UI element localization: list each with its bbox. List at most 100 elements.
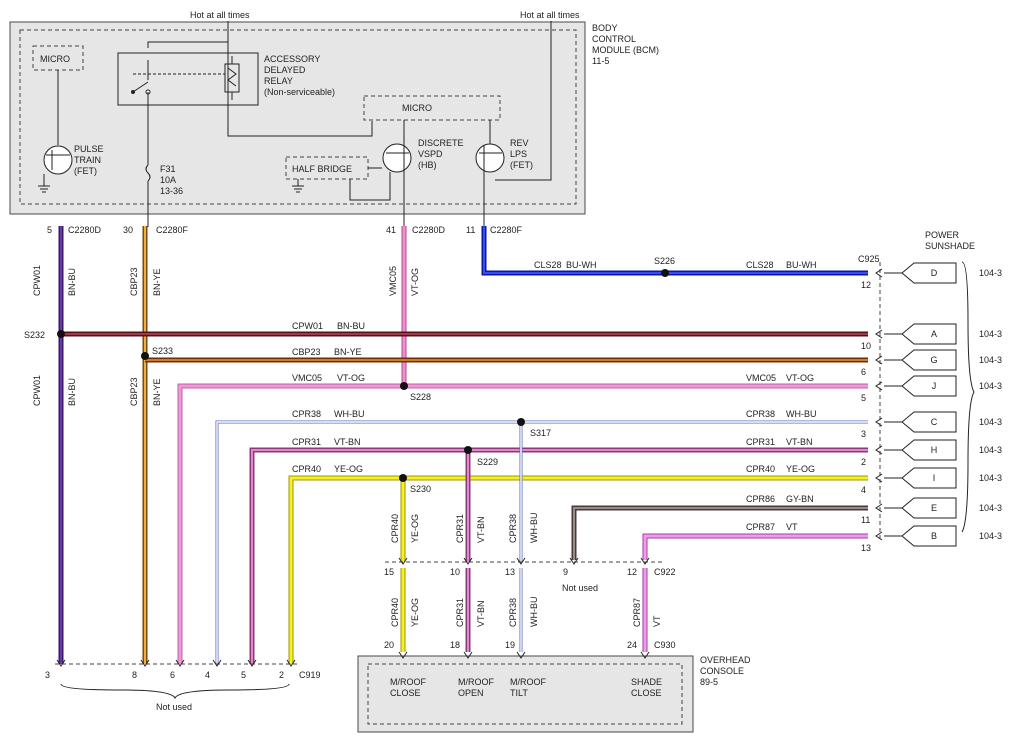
overhead-console-inner (367, 663, 683, 725)
sunshade-pin-tag (901, 262, 957, 284)
c919-pin-5: 5 (241, 670, 246, 680)
sunshade-brace (961, 261, 975, 533)
switch-mroof-close-2: CLOSE (390, 688, 421, 698)
switch-mroof-tilt-1: M/ROOF (510, 677, 546, 687)
sunshade-pin-letter: A (931, 329, 937, 339)
bcm-title-4: 11-5 (592, 56, 609, 66)
sunshade-pin-letter: B (931, 531, 937, 541)
label-vtbn-h: VT-BN (334, 437, 361, 447)
switch-mroof-close-1: M/ROOF (390, 677, 426, 687)
label-yeog-right: YE-OG (786, 464, 815, 474)
sunshade-pin-reference: 104-3 (979, 445, 1002, 455)
sunshade-pin-reference: 104-3 (979, 417, 1002, 427)
label-vtog-v: VT-OG (410, 268, 420, 296)
label-vt-right: VT (786, 522, 798, 532)
c930-pin-arrows (398, 651, 650, 659)
label-vtbn-right: VT-BN (786, 437, 813, 447)
sunshade-pin-reference: 104-3 (979, 355, 1002, 365)
c925-pin-arrow (875, 445, 883, 455)
sunshade-pin-letter: E (931, 503, 937, 513)
c919-brace (60, 683, 290, 700)
label-cpw01-v2: CPW01 (32, 375, 42, 406)
bcm-pin-11: 11 (466, 225, 475, 235)
c925-pin-arrow (875, 329, 883, 339)
hot-at-all-times-label-1: Hot at all times (190, 10, 250, 20)
wire-cpr87 (642, 533, 868, 560)
label-buwh-left: BU-WH (566, 260, 597, 270)
pulse-label-2: TRAIN (74, 155, 101, 165)
c925-pin-arrow (875, 381, 883, 391)
sunshade-pin-reference: 104-3 (979, 381, 1002, 391)
c925-pin-arrow (875, 355, 883, 365)
c925-pin-number: 11 (861, 515, 870, 525)
splice-s233 (141, 352, 149, 360)
label-bnbu-v2: BN-BU (67, 378, 77, 406)
label-vtbn-v2: VT-BN (476, 600, 486, 627)
c919-not-used: Not used (156, 702, 192, 712)
c919-pin-4: 4 (205, 670, 210, 680)
sunshade-pin-letter: G (930, 355, 937, 365)
sunshade-title-2: SUNSHADE (925, 241, 975, 251)
bcm-connector-c2280f-a: C2280F (156, 225, 189, 235)
micro-center-box (363, 95, 501, 121)
label-yeog-v2: YE-OG (410, 598, 420, 627)
c925-pin-number: 12 (861, 280, 871, 290)
micro-left-label: MICRO (40, 54, 70, 64)
bcm-pin-41: 41 (386, 225, 396, 235)
rev-label-3: (FET) (510, 160, 533, 170)
hot-feed-2 (495, 21, 552, 181)
label-vmc05-v: VMC05 (388, 266, 398, 296)
c930-pin-20: 20 (384, 640, 394, 650)
sunshade-pin-reference: 104-3 (979, 268, 1002, 278)
rev-lps-fet-icon (475, 143, 505, 173)
switch-mroof-open-1: M/ROOF (458, 677, 494, 687)
relay-label-3: RELAY (264, 76, 293, 86)
relay-label-4: (Non-serviceable) (264, 87, 335, 97)
label-cpr40-h: CPR40 (292, 464, 321, 474)
discrete-label-3: (HB) (418, 160, 437, 170)
bcm-pin-5: 5 (47, 225, 52, 235)
label-bnye-h: BN-YE (334, 347, 362, 357)
label-bnbu-v: BN-BU (67, 268, 77, 296)
label-s226: S226 (654, 256, 675, 266)
label-whbu-h: WH-BU (334, 409, 365, 419)
label-cbp23-h: CBP23 (292, 347, 321, 357)
c922-pin-13: 13 (505, 567, 515, 577)
label-vmc05-h: VMC05 (292, 373, 322, 383)
label-vtog-right: VT-OG (786, 373, 814, 383)
sunshade-pin-letter: I (933, 473, 936, 483)
wire-cpr31-horizontal (249, 447, 868, 664)
splice-s230 (399, 474, 407, 482)
bcm-title-1: BODY (592, 23, 618, 33)
pulse-train-fet-icon (43, 145, 73, 175)
splice-s229 (464, 446, 472, 454)
c925-pin-arrow (875, 417, 883, 427)
label-whbu-right: WH-BU (786, 409, 817, 419)
half-bridge-label: HALF BRIDGE (292, 164, 352, 174)
label-vmc05-right: VMC05 (746, 373, 776, 383)
label-s317: S317 (530, 428, 551, 438)
sunshade-pin-letter: H (931, 445, 938, 455)
label-bnbu-h: BN-BU (337, 321, 365, 331)
c919-pin-arrows (56, 659, 296, 667)
label-cpr40-v: CPR40 (390, 514, 400, 543)
label-cpr40-v2: CPR40 (390, 598, 400, 627)
pulse-label-1: PULSE (74, 144, 104, 154)
rev-label-2: LPS (510, 149, 527, 159)
c930-connector-label: C930 (654, 640, 676, 650)
c919-pin-6: 6 (170, 670, 175, 680)
label-cpr38-right: CPR38 (746, 409, 775, 419)
label-s228: S228 (410, 392, 431, 402)
label-cbp23-v2: CBP23 (129, 377, 139, 406)
switch-shade-close-2: CLOSE (631, 688, 662, 698)
splice-s226 (661, 269, 669, 277)
c919-pin-2: 2 (279, 670, 284, 680)
discrete-vspd-icon (382, 143, 412, 173)
hot-at-all-times-label-2: Hot at all times (520, 10, 580, 20)
c925-pin-arrow (875, 503, 883, 513)
relay-contact-switch (132, 81, 149, 93)
bcm-connector-c2280f-b: C2280F (490, 225, 523, 235)
bcm-connector-c2280d-b: C2280D (412, 225, 446, 235)
c922-pin-12: 12 (627, 567, 637, 577)
relay-to-micro-line (227, 42, 373, 137)
